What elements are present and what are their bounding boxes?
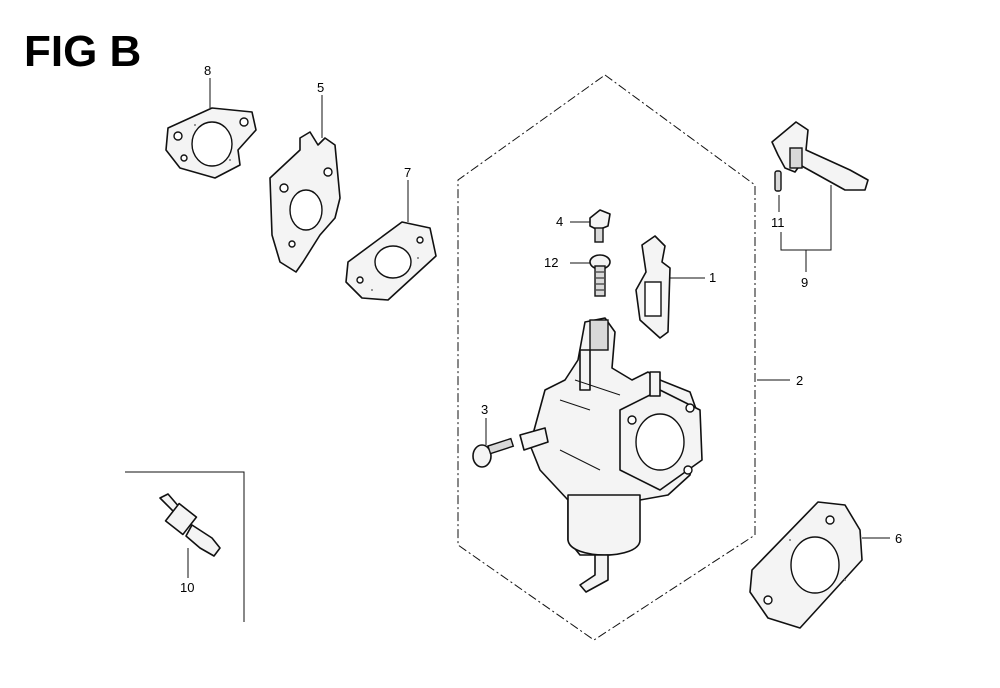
assembly-group-outline bbox=[457, 74, 756, 641]
callout-3: 3 bbox=[481, 402, 488, 417]
callout-2: 2 bbox=[796, 373, 803, 388]
callout-1: 1 bbox=[709, 270, 716, 285]
part-6-gasket bbox=[749, 501, 890, 629]
part-9-choke-lever bbox=[771, 121, 869, 191]
part-1-bracket bbox=[635, 235, 705, 339]
callout-8: 8 bbox=[204, 63, 211, 78]
callout-10: 10 bbox=[180, 580, 194, 595]
part-8-gasket bbox=[165, 78, 257, 179]
part-12-screw bbox=[570, 254, 611, 297]
part-5-insulator-plate bbox=[269, 95, 341, 273]
part-10-fuel-fitting bbox=[125, 471, 245, 622]
callout-6: 6 bbox=[895, 531, 902, 546]
callout-4: 4 bbox=[556, 214, 563, 229]
callout-12: 12 bbox=[544, 255, 558, 270]
callout-5: 5 bbox=[317, 80, 324, 95]
callout-7: 7 bbox=[404, 165, 411, 180]
part-7-gasket bbox=[345, 180, 437, 301]
part-3-screw bbox=[472, 418, 515, 468]
figure-title: FIG B bbox=[24, 27, 141, 76]
callout-9: 9 bbox=[801, 275, 808, 290]
callout-9-bracket bbox=[780, 185, 832, 251]
part-4-cap bbox=[570, 209, 611, 243]
part-11-pin bbox=[774, 170, 782, 212]
callout-11: 11 bbox=[771, 215, 785, 230]
carburetor-body bbox=[519, 317, 703, 593]
